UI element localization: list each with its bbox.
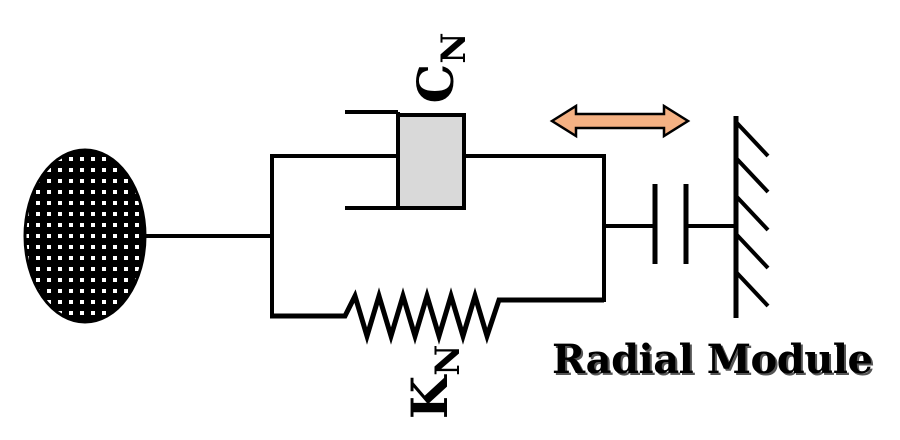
- contact-gap-icon: [604, 184, 736, 264]
- damper-icon: [270, 110, 604, 210]
- module-title: Radial Module: [552, 336, 873, 383]
- wall-icon: [733, 116, 770, 318]
- double-arrow-icon: [549, 103, 691, 139]
- spring-icon: [270, 287, 604, 345]
- spring-subscript: N: [428, 344, 468, 376]
- damper-label: CN: [406, 33, 474, 104]
- damper-symbol: C: [406, 63, 465, 104]
- spring-symbol: K: [400, 375, 459, 420]
- mass-icon: [23, 148, 147, 324]
- spring-label: KN: [400, 345, 468, 420]
- damper-subscript: N: [434, 32, 474, 64]
